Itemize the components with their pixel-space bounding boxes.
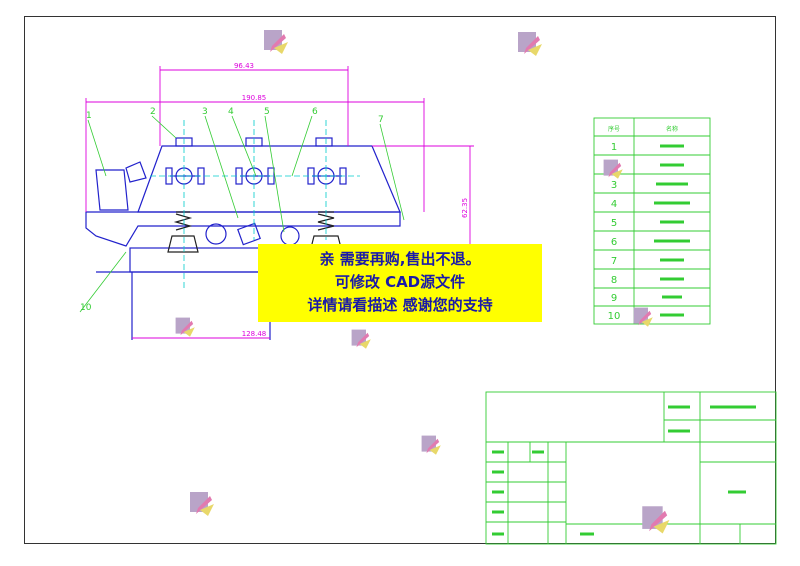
part-label-2: 2 bbox=[150, 107, 156, 117]
banner-line-3: 详情请看描述 感谢您的支持 bbox=[307, 296, 493, 314]
parts-list-table bbox=[593, 117, 711, 325]
part-label-10: 10 bbox=[80, 303, 92, 313]
motor-2 bbox=[237, 222, 261, 246]
watermark-flower-icon bbox=[632, 306, 662, 336]
watermark-flower-icon bbox=[516, 30, 546, 60]
title-block-scribbles bbox=[492, 405, 756, 536]
watermark-flower-icon bbox=[602, 158, 632, 188]
parts-header-no: 序号 bbox=[608, 125, 620, 133]
parts-row-no-3: 3 bbox=[611, 180, 617, 191]
part-number-labels: 1 2 3 4 5 6 7 10 bbox=[80, 107, 384, 313]
watermark-flower-icon bbox=[640, 504, 670, 534]
dimension-base-width: 128.48 bbox=[242, 330, 267, 338]
part-label-1: 1 bbox=[86, 111, 92, 121]
spring-support-1 bbox=[167, 211, 199, 253]
parts-row-no-4: 4 bbox=[611, 199, 617, 210]
part-label-5: 5 bbox=[264, 107, 270, 117]
leader-lines bbox=[79, 115, 405, 313]
watermark-flower-icon bbox=[350, 328, 380, 358]
banner-line-1: 亲 需要再购,售出不退。 bbox=[319, 250, 481, 268]
part-label-6: 6 bbox=[312, 107, 318, 117]
seller-notice-banner: 亲 需要再购,售出不退。 可修改 CAD源文件 详情请看描述 感谢您的支持 bbox=[258, 244, 542, 322]
machine-outline bbox=[85, 137, 401, 340]
dimension-height: 62.35 bbox=[461, 198, 469, 218]
parts-header-name: 名称 bbox=[666, 125, 678, 133]
part-label-4: 4 bbox=[228, 107, 234, 117]
watermark-flower-icon bbox=[188, 490, 218, 520]
parts-row-no-8: 8 bbox=[611, 275, 617, 286]
part-label-3: 3 bbox=[202, 107, 208, 117]
part-label-7: 7 bbox=[378, 115, 384, 125]
parts-row-no-7: 7 bbox=[611, 256, 617, 267]
base-frame bbox=[85, 211, 401, 247]
parts-row-no-6: 6 bbox=[611, 237, 617, 248]
title-block bbox=[485, 391, 777, 545]
motor-1 bbox=[205, 223, 227, 245]
watermark-flower-icon bbox=[262, 28, 292, 58]
left-hopper bbox=[95, 169, 129, 211]
banner-line-2: 可修改 CAD源文件 bbox=[334, 273, 466, 291]
dimension-texts: 96.43 190.85 62.35 128.48 bbox=[234, 62, 469, 338]
dimension-top-width: 96.43 bbox=[234, 62, 254, 70]
parts-row-no-10: 10 bbox=[608, 311, 621, 322]
watermark-flower-icon bbox=[174, 316, 204, 346]
center-lines bbox=[150, 120, 360, 290]
parts-row-no-5: 5 bbox=[611, 218, 617, 229]
dimension-overall-width: 190.85 bbox=[242, 94, 267, 102]
watermark-flower-icon bbox=[420, 434, 450, 464]
parts-name-scribbles bbox=[654, 144, 690, 317]
parts-row-no-1: 1 bbox=[611, 142, 617, 153]
upper-housing bbox=[137, 145, 401, 213]
parts-row-no-9: 9 bbox=[611, 293, 617, 304]
drawing-frame bbox=[24, 16, 776, 544]
left-cap bbox=[125, 161, 147, 183]
parts-list-text: 序号 名称 1 2 3 4 5 6 7 8 9 10 bbox=[608, 125, 690, 322]
